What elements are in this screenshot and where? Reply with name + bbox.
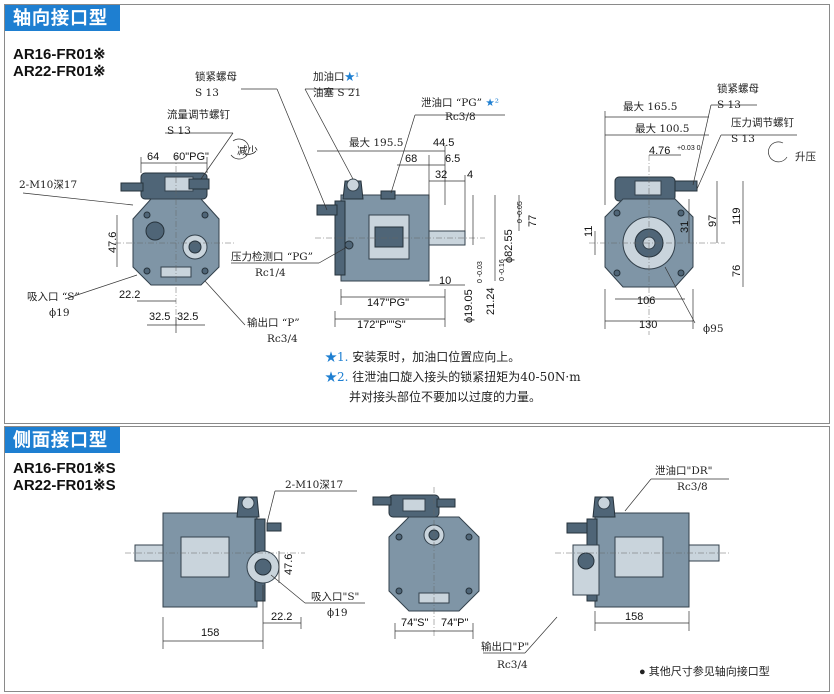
oil-fill-label: 加油口★¹ [313, 71, 360, 83]
side-front-drawing [372, 487, 558, 654]
note-3: 并对接头部位不要加以过度的力量。 [349, 390, 542, 404]
lock-nut-size: S 13 [195, 87, 219, 99]
dim-32-5a: 32.5 [149, 311, 171, 323]
dim-74p: 74"P" [441, 617, 469, 629]
dim-21-tol: 0 -0.16 [499, 259, 506, 281]
dim-10: 10 [439, 275, 452, 287]
dim-76: 76 [731, 264, 743, 277]
flow-screw-label: 流量调节螺钉 [167, 109, 230, 121]
model-label: AR22-FR01※ [13, 63, 106, 80]
outlet-rc: Rc3/4 [497, 659, 528, 671]
dim-172: 172"P""S" [357, 319, 406, 331]
dim-74s: 74"S" [401, 617, 429, 629]
dim-21-24: 21.24 [485, 287, 497, 315]
dim-64: 64 [147, 151, 160, 163]
dim-130: 130 [639, 319, 658, 331]
m10-label: 2-M10深17 [285, 479, 344, 491]
pressure-screw-size: S 13 [731, 133, 755, 145]
outlet-label: 输出口 “P” [247, 317, 300, 329]
dim-22-2: 22.2 [119, 289, 141, 301]
dim-82-tol: 0 -0.05 [517, 201, 524, 223]
lock-nut-label: 锁紧螺母 [195, 71, 237, 83]
dim-97: 97 [707, 214, 719, 227]
dim-47-6: 47.6 [107, 231, 119, 253]
dim-19-tol: 0 -0.03 [477, 261, 484, 283]
suction-dia: ϕ19 [327, 607, 348, 619]
footnote: ● 其他尺寸参见轴向接口型 [639, 666, 770, 678]
section-title: 轴向接口型 [5, 5, 120, 31]
note-2: ★2. 往泄油口旋入接头的锁紧扭矩为40-50N·m [325, 370, 581, 384]
suction-label: 吸入口 “S” [27, 291, 80, 303]
oil-plug-label: 油塞 S 21 [313, 87, 362, 99]
side-right-drawing [555, 478, 729, 631]
side-left-drawing [125, 490, 365, 649]
dim-82-55: ϕ82.55 [503, 229, 515, 263]
pg-port-label: 压力检测口 “PG” [231, 251, 314, 263]
dim-31: 31 [679, 220, 691, 233]
dim-119: 119 [731, 207, 743, 225]
pg-rc: Rc1/4 [255, 267, 286, 279]
decrease-label: 减少 [237, 145, 258, 157]
drain-port-label: 泄油口 “PG” ★² [421, 97, 499, 109]
side-port-panel: 侧面接口型 AR16-FR01※S AR22-FR01※S [4, 426, 830, 692]
phi95-label: ϕ95 [703, 323, 724, 335]
dim-147pg: 147"PG" [367, 297, 410, 309]
dim-60pg: 60"PG" [173, 151, 209, 163]
dim-158a: 158 [201, 627, 220, 639]
side-view-drawing [231, 88, 520, 327]
note-1: ★1. 安装泵时，加油口位置应向上。 [325, 350, 521, 364]
dim-6-5: 6.5 [445, 153, 461, 165]
dim-22-2: 22.2 [271, 611, 293, 623]
dim-4: 4 [467, 169, 474, 181]
dim-68: 68 [405, 153, 418, 165]
dim-47-6: 47.6 [283, 553, 295, 575]
axial-port-panel: 轴向接口型 AR16-FR01※ AR22-FR01※ [4, 4, 830, 424]
dim-4-76-tol: +0.03 0 [677, 145, 701, 152]
drain-label: 泄油口"DR" [655, 465, 713, 477]
outlet-label: 输出口"P" [481, 641, 530, 653]
max-165-label: 最大 165.5 [623, 101, 678, 113]
dim-11: 11 [583, 225, 595, 237]
suction-label: 吸入口"S" [311, 591, 360, 603]
drain-rc: Rc3/8 [677, 481, 708, 493]
dim-32: 32 [435, 169, 448, 181]
model-label: AR16-FR01※ [13, 46, 106, 63]
dim-19-05: ϕ19.05 [463, 289, 475, 323]
dim-106: 106 [637, 295, 656, 307]
max-100-label: 最大 100.5 [635, 123, 690, 135]
lock-nut-size-right: S 13 [717, 99, 741, 111]
suction-dia: ϕ19 [49, 307, 70, 319]
side-port-drawings [125, 478, 729, 654]
drain-rc: Rc3/8 [445, 111, 476, 123]
dim-44-5: 44.5 [433, 137, 455, 149]
m10-label: 2-M10深17 [19, 179, 78, 191]
dim-158b: 158 [625, 611, 644, 623]
dim-32-5b: 32.5 [177, 311, 199, 323]
pressure-screw-label: 压力调节螺钉 [731, 117, 794, 129]
front-view-drawing [22, 132, 250, 333]
model-label: AR22-FR01※S [13, 477, 116, 494]
section-title: 侧面接口型 [5, 427, 120, 453]
dim-4-76: 4.76 [649, 145, 671, 157]
model-label: AR16-FR01※S [13, 460, 116, 477]
rear-view-drawing [589, 104, 797, 335]
dim-77: 77 [527, 214, 539, 227]
axial-drawings [22, 88, 797, 335]
outlet-rc: Rc3/4 [267, 333, 298, 345]
lock-nut-label-right: 锁紧螺母 [717, 83, 759, 95]
max-195-label: 最大 195.5 [349, 137, 404, 149]
increase-label: 升压 [795, 151, 816, 163]
flow-screw-size: S 13 [167, 125, 191, 137]
